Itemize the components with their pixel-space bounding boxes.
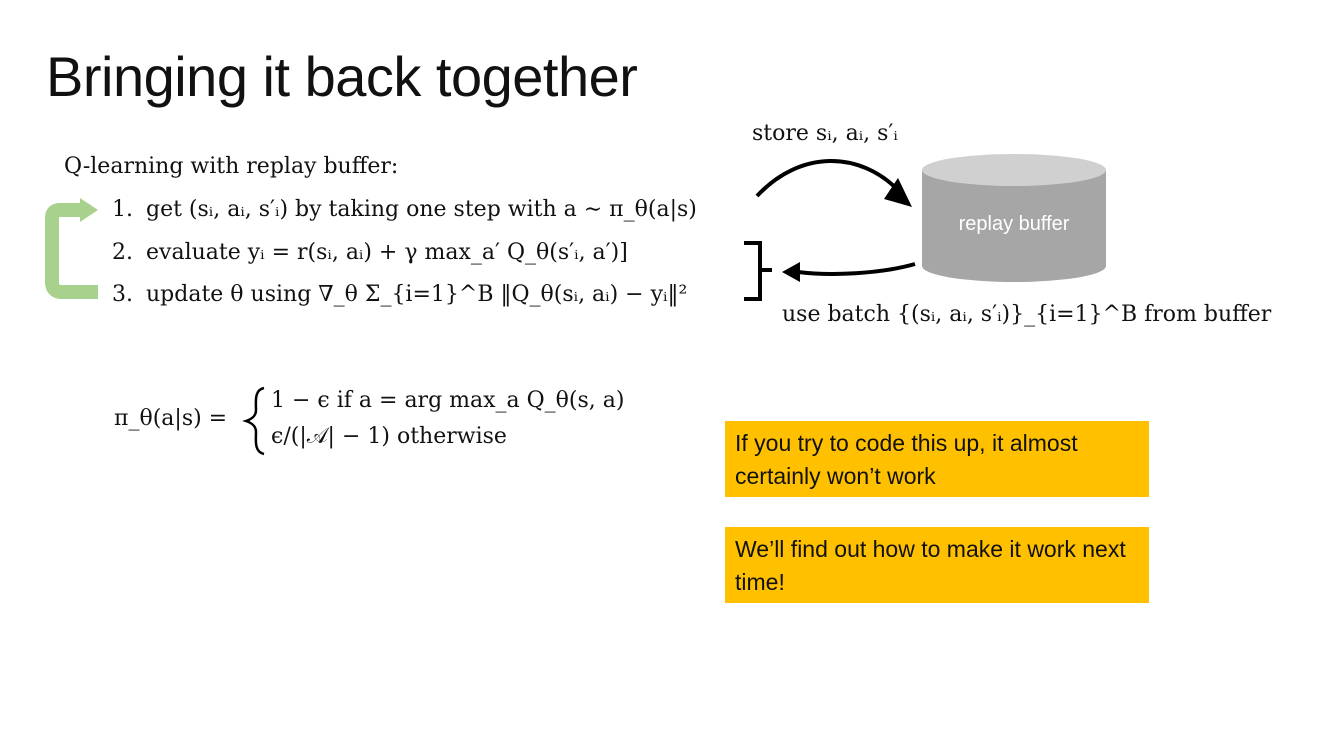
algorithm-heading: Q-learning with replay buffer: bbox=[64, 154, 399, 179]
algorithm-step-3: 3. update θ using ∇_θ Σ_{i=1}^B ‖Q_θ(sᵢ, … bbox=[112, 282, 687, 307]
step-number: 2. bbox=[112, 240, 133, 265]
policy-definition-lhs: π_θ(a|s) = bbox=[114, 406, 228, 431]
policy-case-otherwise: ϵ/(|𝒜| − 1) otherwise bbox=[271, 424, 507, 449]
replay-buffer-cylinder-icon bbox=[922, 154, 1106, 282]
step-number: 1. bbox=[112, 197, 133, 222]
replay-buffer-label: replay buffer bbox=[958, 213, 1070, 235]
step-number: 3. bbox=[112, 282, 133, 307]
store-arrow-icon bbox=[755, 159, 912, 207]
warning-note: If you try to code this up, it almost ce… bbox=[725, 421, 1149, 497]
right-brace-icon bbox=[744, 241, 772, 301]
algorithm-step-1: 1. get (sᵢ, aᵢ, s′ᵢ) by taking one step w… bbox=[112, 197, 697, 222]
left-brace-icon bbox=[242, 386, 265, 456]
batch-label: use batch {(sᵢ, aᵢ, s′ᵢ)}_{i=1}^B from b… bbox=[782, 302, 1272, 327]
next-time-note: We’ll find out how to make it work next … bbox=[725, 527, 1149, 603]
step-text: get (sᵢ, aᵢ, s′ᵢ) by taking one step wit… bbox=[146, 197, 697, 222]
slide-title: Bringing it back together bbox=[46, 45, 638, 108]
step-text: evaluate yᵢ = r(sᵢ, aᵢ) + γ max_a′ Q_θ(s… bbox=[146, 240, 628, 265]
algorithm-step-2: 2. evaluate yᵢ = r(sᵢ, aᵢ) + γ max_a′ Q_θ… bbox=[112, 240, 628, 265]
batch-arrow-icon bbox=[782, 262, 916, 282]
loop-arrow-icon bbox=[45, 198, 98, 299]
policy-case-greedy: 1 − ϵ if a = arg max_a Q_θ(s, a) bbox=[271, 388, 625, 413]
step-text: update θ using ∇_θ Σ_{i=1}^B ‖Q_θ(sᵢ, aᵢ… bbox=[146, 282, 688, 307]
store-label: store sᵢ, aᵢ, s′ᵢ bbox=[752, 121, 898, 146]
